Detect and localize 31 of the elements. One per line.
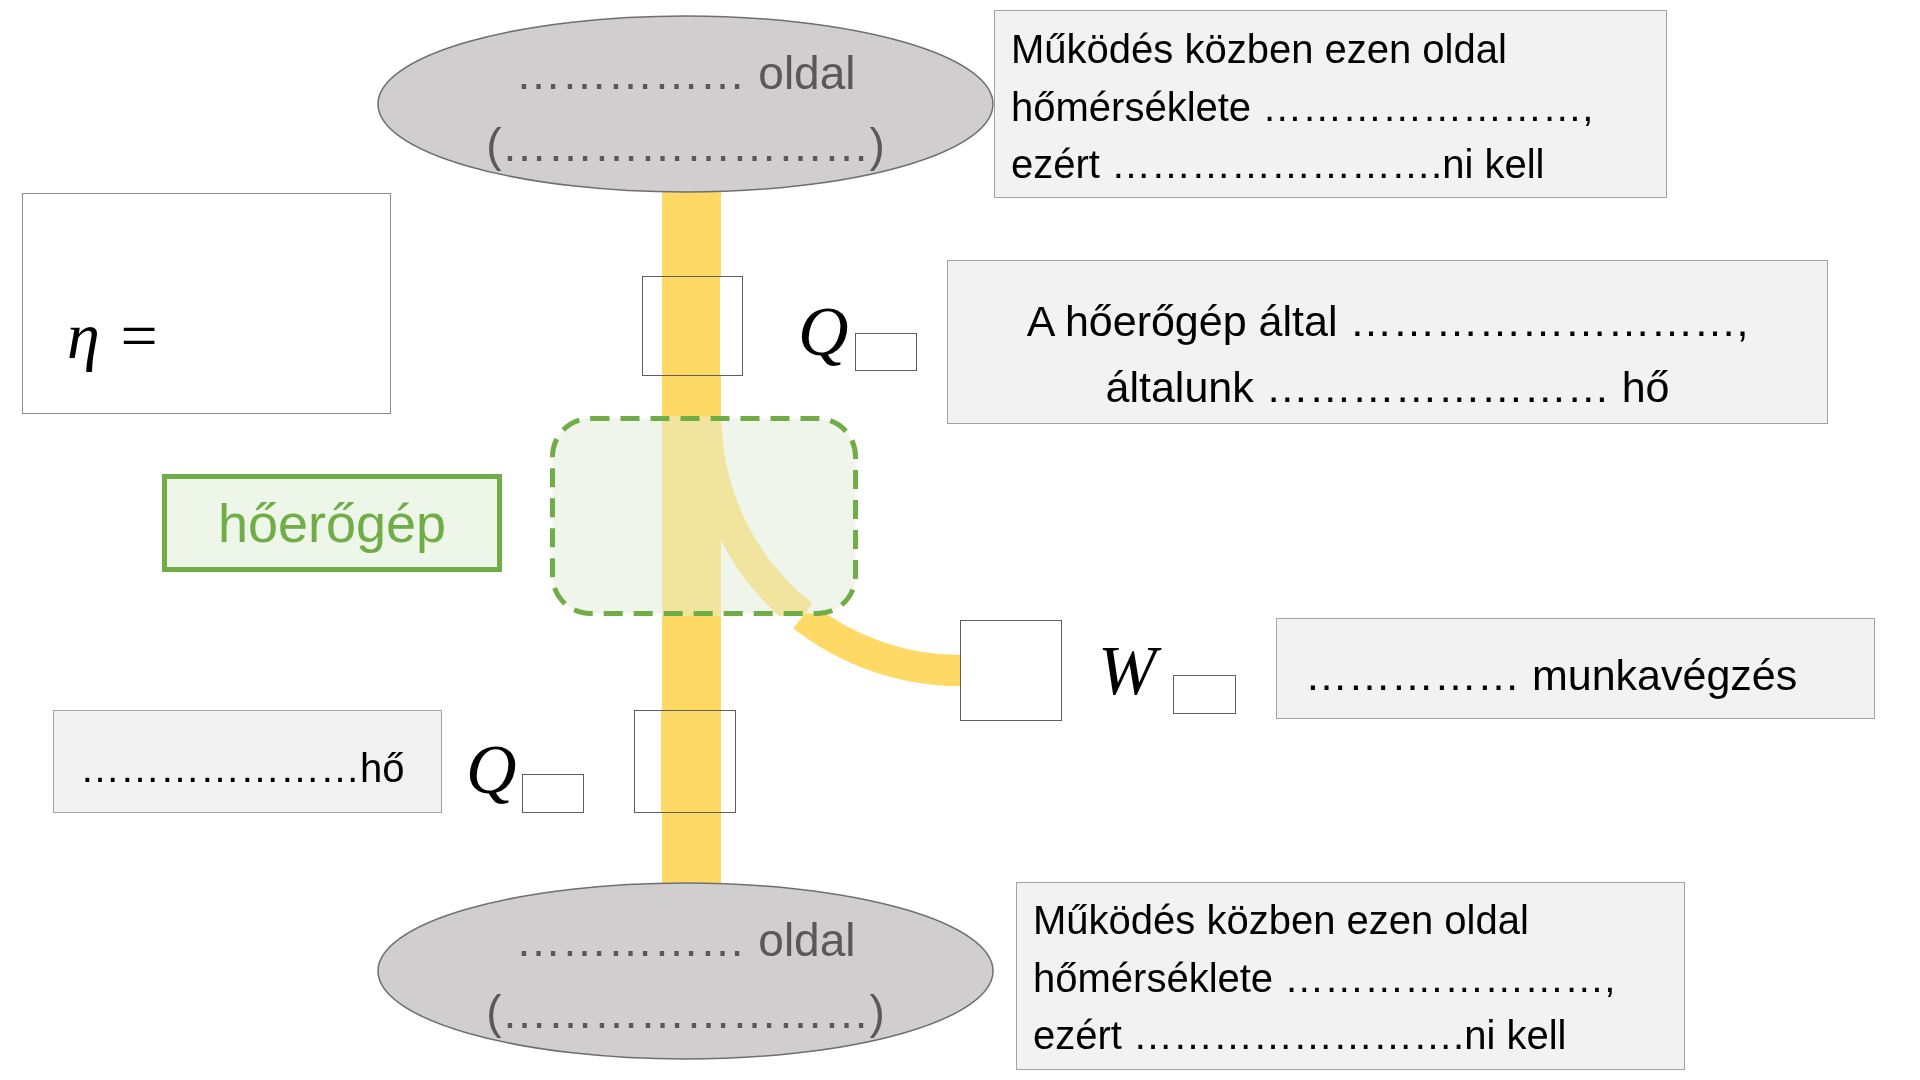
fill-in-sentence: Működés közben ezen oldal hőmérséklete ……………………, ezért …………………….ni kell — [1011, 26, 1595, 189]
fill-in-sentence: Működés közben ezen oldal hőmérséklete ……………………, ezért …………………….ni kell — [1033, 897, 1617, 1060]
variable-symbol: W — [1092, 631, 1169, 712]
answer-box — [960, 620, 1062, 721]
heat-flow-band — [662, 616, 721, 710]
statement-panel — [1276, 618, 1875, 719]
variable-symbol: Q — [465, 730, 518, 810]
parenthetical-blank: (……………………) — [486, 118, 885, 173]
statement-panel — [994, 10, 1667, 198]
answer-box — [642, 276, 743, 376]
formula-panel — [22, 193, 391, 414]
side-label: …………… oldal — [515, 913, 856, 968]
statement-panel — [947, 260, 1828, 424]
fill-in-phrase: …………… munkavégzés — [1305, 649, 1798, 701]
reservoir-oval — [377, 882, 994, 1060]
efficiency-formula: η = — [66, 298, 162, 374]
engine-area — [550, 416, 858, 616]
heat-flow-band — [662, 813, 721, 883]
parenthetical-blank: (……………………) — [486, 985, 885, 1040]
reservoir-oval — [377, 15, 994, 193]
fill-in-sentence: A hőerőgép által ………………………, általunk …………………… hő — [1025, 296, 1750, 413]
answer-box — [634, 710, 736, 813]
engine-tag — [162, 474, 502, 572]
variable-symbol: Q — [797, 292, 850, 372]
tag-text: hőerőgép — [217, 492, 447, 554]
statement-panel — [53, 710, 442, 813]
statement-panel — [1016, 882, 1685, 1070]
fill-in-phrase: …………………hő — [80, 745, 405, 792]
heat-flow-band — [662, 376, 721, 416]
heat-flow-band — [662, 192, 721, 276]
side-label: …………… oldal — [515, 46, 856, 101]
